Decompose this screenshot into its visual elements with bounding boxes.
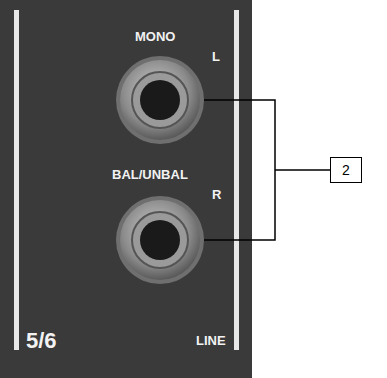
panel-face bbox=[0, 0, 252, 378]
jack-label: L bbox=[212, 50, 220, 63]
jack-label: BAL/UNBAL bbox=[112, 168, 188, 181]
callout-number: 2 bbox=[342, 163, 350, 177]
jack-socket bbox=[116, 196, 204, 284]
channel-number: 5/6 bbox=[26, 330, 57, 352]
bracket-line bbox=[204, 100, 330, 240]
panel-stripe bbox=[234, 10, 239, 350]
jack-label: MONO bbox=[135, 30, 175, 43]
jack-socket bbox=[116, 56, 204, 144]
jack-label: R bbox=[212, 188, 221, 201]
panel-stripe bbox=[14, 10, 19, 350]
callout-box: 2 bbox=[330, 157, 362, 183]
jack-label: LINE bbox=[196, 334, 226, 347]
